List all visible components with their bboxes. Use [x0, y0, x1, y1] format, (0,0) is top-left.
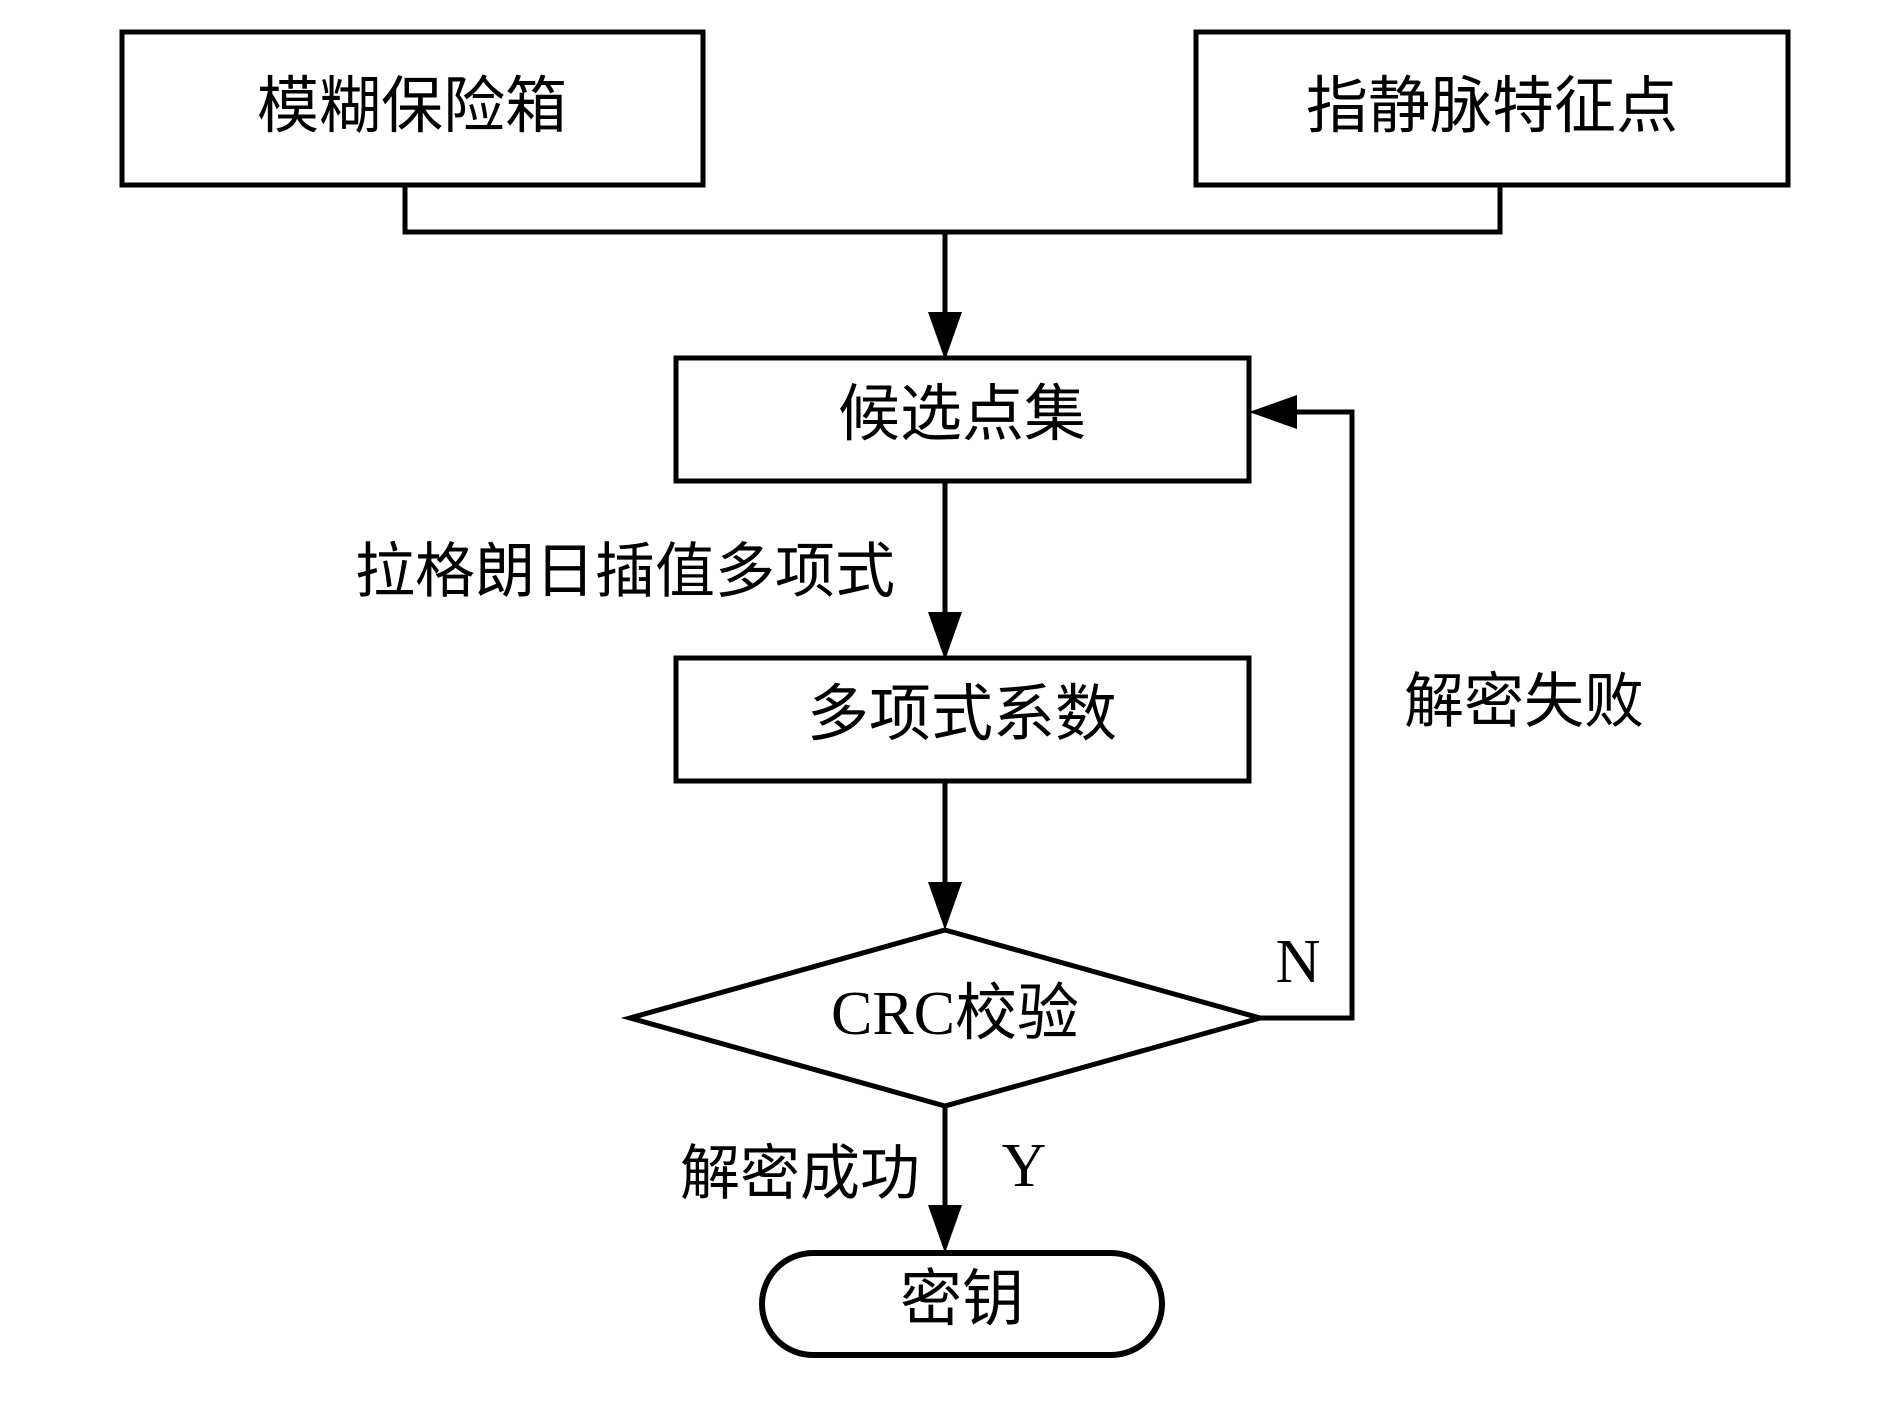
edge-crc-check-yes-to-secret-key: [928, 1106, 962, 1253]
edge-label-decrypt-success: 解密成功: [680, 1141, 920, 1207]
node-fuzzy-vault[interactable]: 模糊保险箱: [119, 29, 706, 188]
node-candidate-point-set[interactable]: 候选点集: [673, 355, 1252, 484]
node-polynomial-coefficients[interactable]: 多项式系数: [673, 655, 1252, 784]
edge-label-lagrange: 拉格朗日插值多项式: [355, 539, 895, 605]
node-fuzzy-vault-label: 模糊保险箱: [257, 73, 567, 141]
edge-vein-to-junction: [945, 185, 1503, 235]
branch-label-yes: Y: [1002, 1132, 1047, 1200]
edge-polynomial-coefficients-to-crc-check: [928, 781, 962, 930]
node-crc-check[interactable]: CRC校验: [620, 927, 1270, 1109]
node-secret-key[interactable]: 密钥: [759, 1250, 1165, 1358]
edge-crc-check-no-feedback-to-candidate-point-set: [1249, 395, 1355, 1021]
node-candidate-point-set-label: 候选点集: [838, 381, 1086, 449]
node-crc-check-label: CRC校验: [831, 980, 1079, 1048]
node-finger-vein-feature-points[interactable]: 指静脉特征点: [1193, 29, 1791, 188]
edge-vault-to-junction: [402, 185, 945, 235]
edge-junction-to-candidate-point-set: [928, 232, 962, 360]
edge-label-decrypt-fail: 解密失败: [1404, 669, 1644, 735]
branch-label-no: N: [1276, 928, 1321, 996]
node-finger-vein-feature-points-label: 指静脉特征点: [1306, 73, 1678, 141]
edge-candidate-point-set-to-polynomial-coefficients: [928, 481, 962, 660]
node-secret-key-label: 密钥: [900, 1266, 1024, 1334]
node-polynomial-coefficients-label: 多项式系数: [807, 681, 1117, 749]
